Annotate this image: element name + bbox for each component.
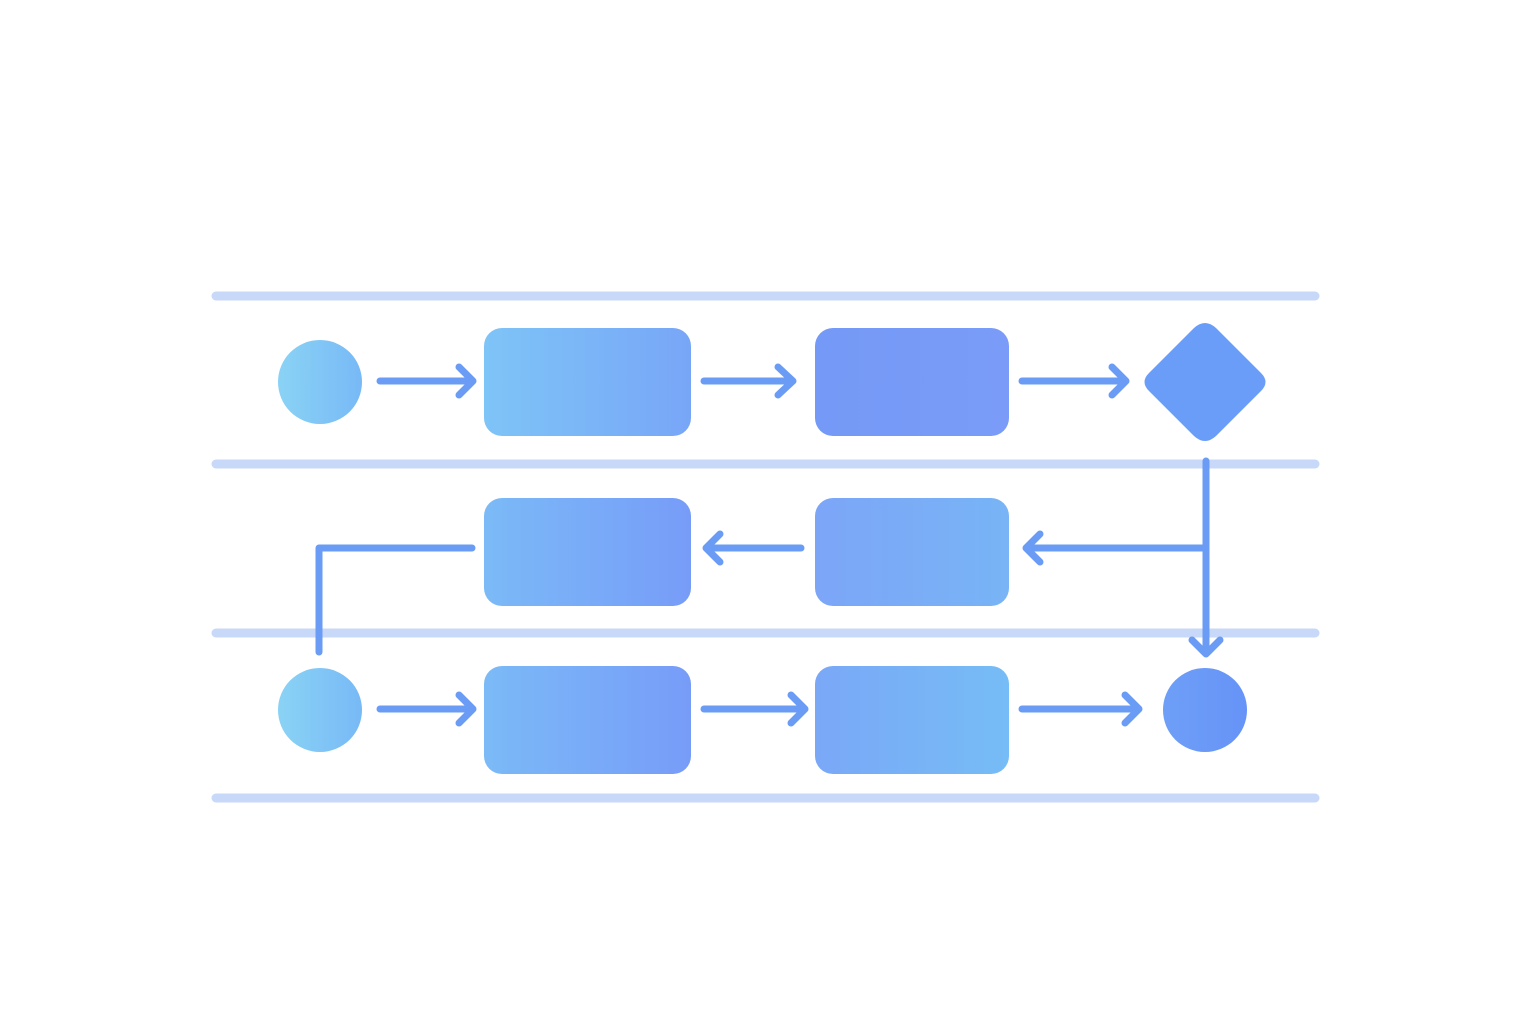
arrow-process-5-to-process-6	[700, 691, 809, 727]
process-node-1	[484, 328, 691, 436]
connector-decision-down-to-end	[1188, 457, 1224, 658]
start-node	[278, 340, 362, 424]
arrow-start-2-to-process-5	[376, 691, 477, 727]
process-node-6	[815, 666, 1009, 774]
start-node-2	[278, 668, 362, 752]
arrow-process-4-to-process-3	[702, 530, 805, 566]
arrow-process-1-to-process-2	[700, 363, 797, 399]
decision-node	[1144, 323, 1266, 441]
arrow-process-6-to-end	[1018, 691, 1143, 727]
process-node-3	[484, 498, 691, 606]
swimlane-lines	[211, 291, 1320, 803]
arrow-process-2-to-decision	[1018, 363, 1130, 399]
process-node-4	[815, 498, 1009, 606]
process-node-5	[484, 666, 691, 774]
arrow-start-to-process-1	[376, 363, 477, 399]
arrow-decision-branch-to-process-4	[1022, 530, 1208, 566]
process-node-2	[815, 328, 1009, 436]
end-node	[1163, 668, 1247, 752]
connector-process-3-to-lane-3	[315, 544, 476, 656]
